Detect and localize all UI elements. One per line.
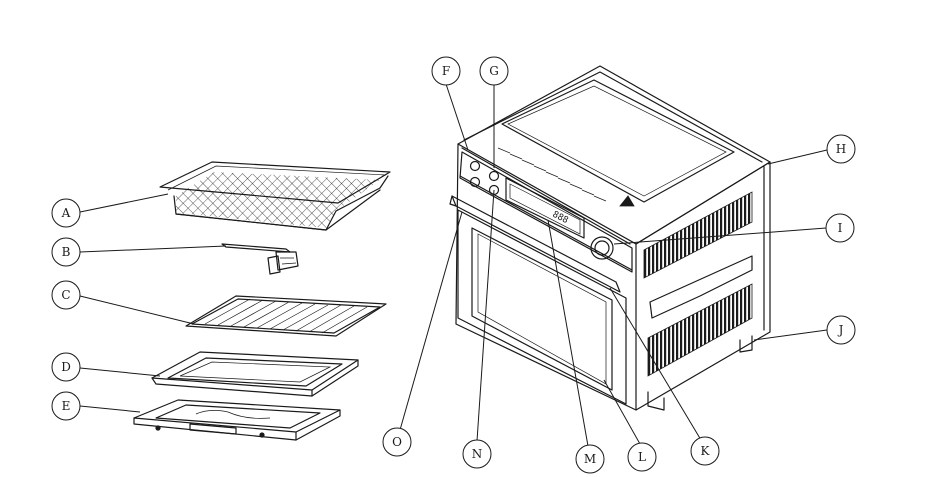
top-glass-panel xyxy=(501,79,735,203)
callout-i: I xyxy=(825,213,855,243)
svg-text:D: D xyxy=(61,360,71,374)
callout-c: C xyxy=(51,280,81,310)
side-vent-bottom xyxy=(647,283,753,377)
air-fryer-oven: 888 xyxy=(449,65,771,411)
callout-f: F xyxy=(431,56,461,86)
control-button xyxy=(488,170,500,182)
callout-o: O xyxy=(382,427,412,457)
svg-text:A: A xyxy=(61,206,71,220)
side-grip xyxy=(649,255,753,319)
door-window xyxy=(471,227,613,391)
callout-b: B xyxy=(51,237,81,267)
baking-tray xyxy=(151,351,359,397)
control-button xyxy=(469,176,481,188)
svg-text:F: F xyxy=(442,64,450,78)
svg-text:C: C xyxy=(61,288,70,302)
svg-text:B: B xyxy=(62,245,71,259)
oven-door xyxy=(457,209,627,405)
callout-a: A xyxy=(51,198,81,228)
basket-handle xyxy=(221,243,299,275)
door-handle xyxy=(451,195,621,293)
callout-k: K xyxy=(690,436,720,466)
air-fry-basket xyxy=(159,161,391,231)
svg-text:K: K xyxy=(701,444,711,458)
svg-text:E: E xyxy=(62,399,71,413)
control-knob xyxy=(590,236,614,260)
svg-text:L: L xyxy=(638,450,646,464)
callout-d: D xyxy=(51,352,81,382)
svg-text:H: H xyxy=(836,142,846,156)
callout-h: H xyxy=(826,134,856,164)
callout-n: N xyxy=(462,439,492,469)
svg-text:M: M xyxy=(584,452,596,466)
side-vent-top xyxy=(643,191,753,279)
svg-text:G: G xyxy=(489,64,499,78)
svg-text:O: O xyxy=(392,435,402,449)
callout-l: L xyxy=(627,442,657,472)
wire-rack xyxy=(185,295,387,337)
control-button xyxy=(469,160,481,172)
callout-g: G xyxy=(479,56,509,86)
svg-text:J: J xyxy=(837,323,844,337)
callout-e: E xyxy=(51,391,81,421)
crumb-tray xyxy=(133,399,341,441)
callout-j: J xyxy=(826,315,856,345)
warning-triangle-icon xyxy=(619,195,635,207)
callout-m: M xyxy=(575,444,605,474)
svg-text:I: I xyxy=(838,221,843,235)
digital-display xyxy=(505,177,585,239)
svg-text:N: N xyxy=(472,447,483,461)
leader-lines xyxy=(79,83,828,447)
